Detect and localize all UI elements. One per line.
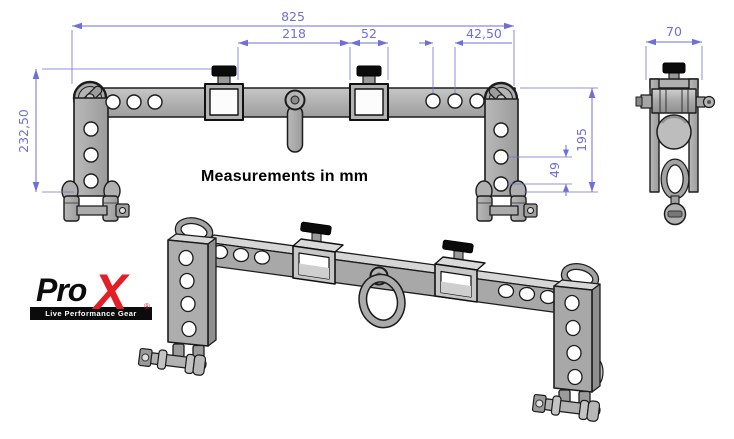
side-view: 70 xyxy=(635,24,716,226)
front-left-shackle xyxy=(61,180,130,222)
front-view-dimensions: 825 218 52 42,50 232,50 195 49 xyxy=(16,9,598,196)
iso-center-eyebolt xyxy=(358,266,406,329)
iso-left-shackle xyxy=(137,343,207,376)
front-view xyxy=(61,65,538,222)
knob-icon xyxy=(662,62,686,74)
dim-label-side-depth: 70 xyxy=(666,24,682,39)
dim-label-overall-width: 825 xyxy=(281,9,305,24)
front-clamp-right xyxy=(349,65,389,121)
iso-clamp-left xyxy=(292,221,344,285)
front-bar-holes-right xyxy=(425,93,485,109)
front-right-shackle xyxy=(475,180,538,222)
logo-pro-text: Pro xyxy=(36,272,87,308)
dim-line-49 xyxy=(563,145,569,196)
side-ring xyxy=(660,158,690,200)
front-center-eyebolt xyxy=(284,89,306,153)
measurements-note: Measurements in mm xyxy=(201,168,369,185)
logo-x-text: X xyxy=(94,264,128,320)
side-pulley-disc xyxy=(656,114,692,150)
front-left-upright-holes xyxy=(83,121,99,189)
dim-line-42-50 xyxy=(419,40,512,46)
side-view-dimensions: 70 xyxy=(645,24,703,80)
iso-clamp-right xyxy=(434,239,486,303)
front-bar-holes-left xyxy=(105,94,163,110)
logo-tagline-text: Live Performance Gear xyxy=(45,309,137,318)
knob-icon xyxy=(300,221,332,236)
knob-icon xyxy=(442,239,474,254)
knob-icon xyxy=(356,65,382,77)
isometric-view xyxy=(137,217,604,422)
dim-label-hole-pitch-horizontal: 42,50 xyxy=(466,26,502,41)
dim-label-overall-height: 232,50 xyxy=(16,109,31,153)
dim-label-upright-drop: 195 xyxy=(574,128,589,152)
front-right-upright-holes xyxy=(493,122,509,192)
dim-label-hole-pitch-vertical: 49 xyxy=(547,162,562,178)
dim-label-clamp-span: 218 xyxy=(282,26,306,41)
extension-lines xyxy=(42,30,598,193)
front-clamp-left xyxy=(204,65,244,121)
logo-registered-mark: ® xyxy=(144,302,150,311)
logo-tagline-bar: Live Performance Gear xyxy=(30,307,152,320)
side-pin-end xyxy=(663,195,687,226)
iso-left-upright xyxy=(167,233,217,347)
side-cylinder xyxy=(635,88,716,114)
dim-label-clamp-width: 52 xyxy=(361,26,377,41)
iso-right-shackle xyxy=(531,389,601,422)
iso-right-upright xyxy=(553,279,604,393)
brand-logo: Pro X ® Live Performance Gear xyxy=(30,267,154,322)
knob-icon xyxy=(211,65,237,77)
